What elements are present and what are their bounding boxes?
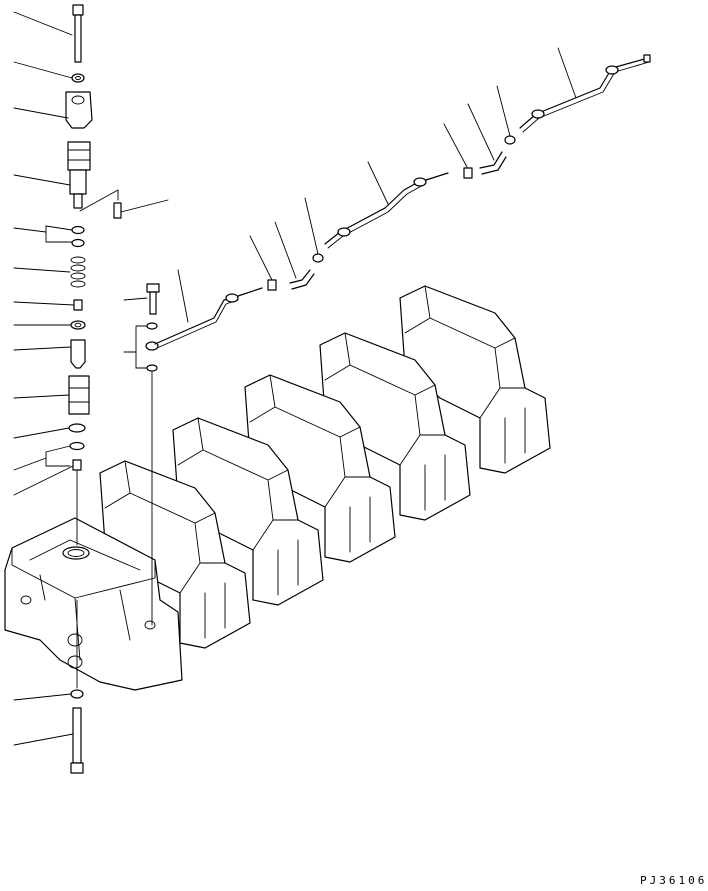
figure-code: PJ36106 [640,874,707,887]
injector-bore [62,546,90,560]
o-ring-1 [71,225,85,235]
plug-nut [70,689,84,699]
banjo-bolt [146,283,160,315]
o-ring-2 [71,238,85,248]
fuel-line-assembly [145,54,651,626]
cylinder-head-3 [172,417,324,606]
mounting-bolt [72,4,84,63]
spring-set [70,256,86,288]
hose-2 [479,151,503,169]
callout-leaders [13,11,577,746]
banjo-washer-2 [146,364,158,372]
cylinder-head-2 [99,460,251,649]
fuel-pipe-3 [519,57,649,129]
banjo-washer-1 [146,322,158,330]
cylinder-head-1 [4,517,183,691]
fuel-pipe-1 [154,295,237,345]
stud-bolt [70,707,84,774]
hose-1 [289,269,311,284]
gasket [72,459,82,471]
washer-top [71,73,85,83]
connector-1 [312,253,324,263]
pipe-clip-2 [463,167,473,179]
seal-ring-2 [69,441,85,451]
nozzle-tip [70,339,86,369]
seal-ring-1 [68,423,86,433]
injector-clamp [65,91,93,129]
fuel-injector [67,141,91,209]
cylinder-head-6 [399,285,551,474]
injector-sleeve [68,375,90,415]
retaining-nut [70,320,86,330]
pipe-clip-1 [267,279,277,291]
spacer-fitting [73,299,83,311]
dowel-pin [113,202,122,219]
connector-2 [504,135,516,145]
fuel-pipe-2 [324,179,423,245]
